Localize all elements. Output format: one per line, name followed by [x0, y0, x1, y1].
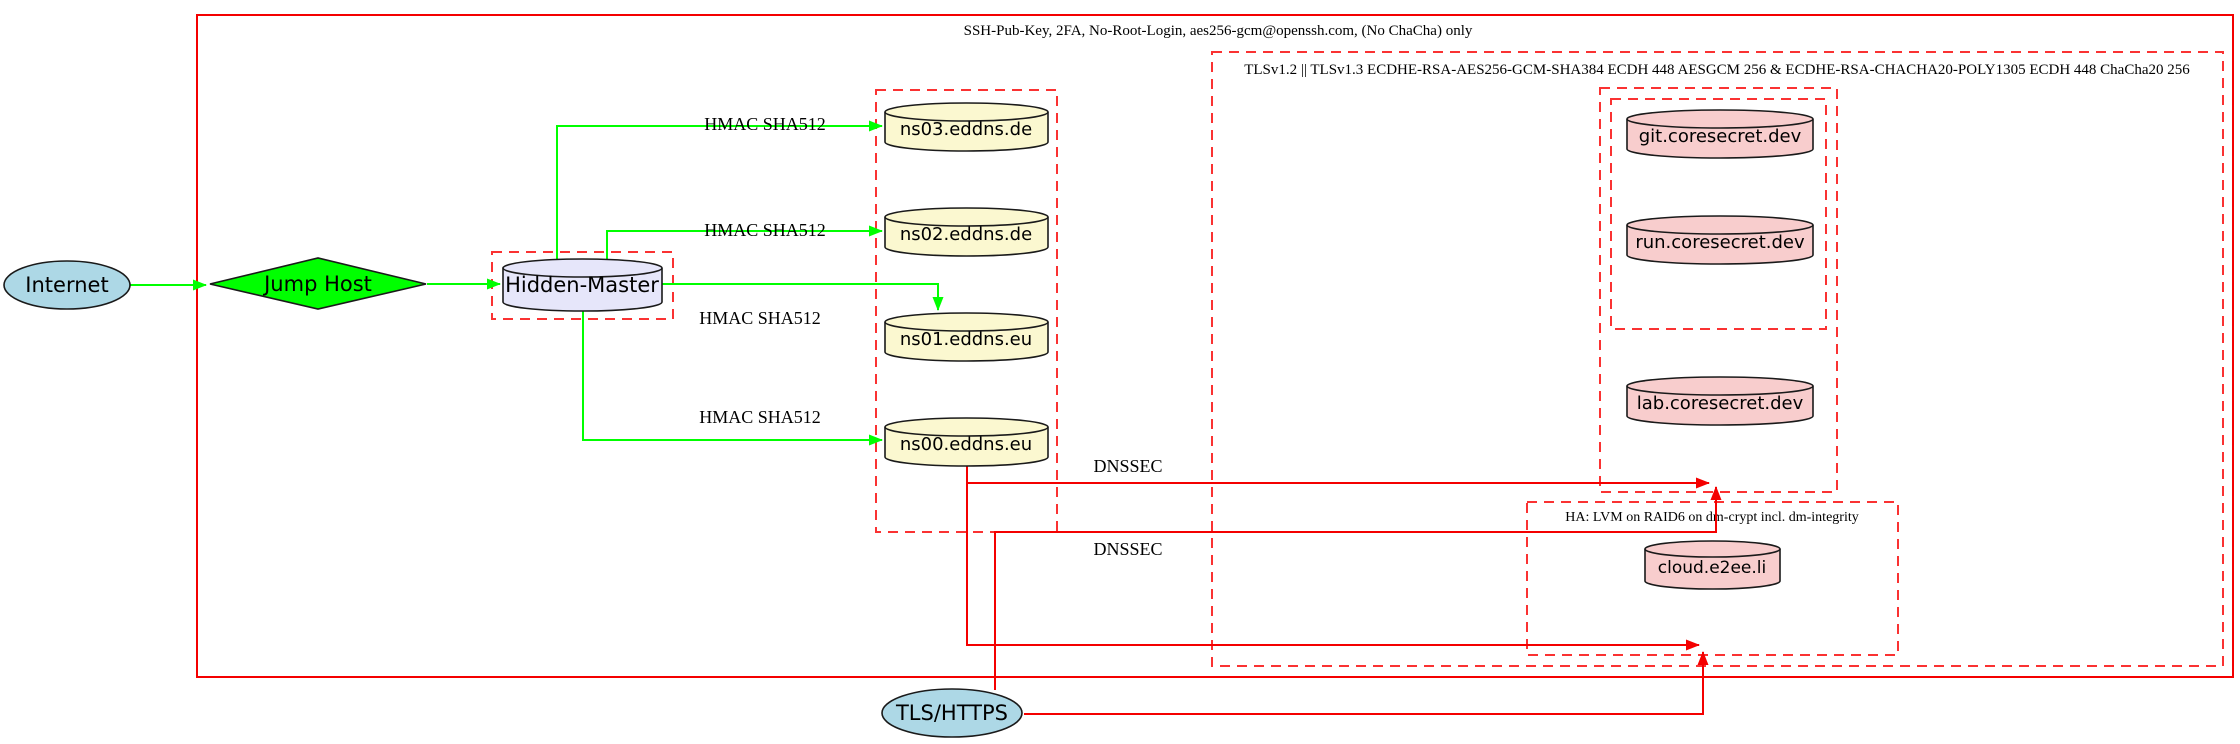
node-ns01-label: ns01.eddns.eu [900, 329, 1032, 350]
tls-cluster-box [1211, 51, 2224, 667]
node-ns03: ns03.eddns.de [884, 102, 1049, 152]
edge-dnssec-to-lab-cluster [966, 466, 1710, 489]
edge-dnssec-to-ha-cluster [966, 466, 1700, 651]
node-lab-label: lab.coresecret.dev [1637, 393, 1804, 414]
ha-cluster-label: HA: LVM on RAID6 on dm-crypt incl. dm-in… [1565, 510, 1858, 525]
node-run: run.coresecret.dev [1626, 215, 1814, 265]
coresecret-cluster-box [1599, 87, 1838, 493]
node-internet: Internet [3, 260, 131, 310]
edge-hiddenmaster-ns00 [582, 308, 883, 446]
node-git-label: git.coresecret.dev [1639, 126, 1802, 147]
node-ns00: ns00.eddns.eu [884, 417, 1049, 467]
node-hidden-master: Hidden-Master [502, 258, 663, 312]
node-ns00-label: ns00.eddns.eu [900, 434, 1032, 455]
node-ns03-label: ns03.eddns.de [900, 119, 1032, 140]
hmac-label-ns03: HMAC SHA512 [704, 114, 826, 134]
node-ns01: ns01.eddns.eu [884, 312, 1049, 362]
node-cloud: cloud.e2ee.li [1644, 540, 1781, 590]
node-ns02: ns02.eddns.de [884, 207, 1049, 257]
dnssec-label-2: DNSSEC [1093, 539, 1162, 559]
tls-cluster-label: TLSv1.2 || TLSv1.3 ECDHE-RSA-AES256-GCM-… [1244, 62, 2190, 78]
dnssec-label-1: DNSSEC [1093, 456, 1162, 476]
git-run-cluster-box [1610, 98, 1827, 330]
edge-hiddenmaster-ns01 [662, 283, 944, 311]
node-run-label: run.coresecret.dev [1635, 232, 1805, 253]
node-lab: lab.coresecret.dev [1626, 376, 1814, 426]
edge-tlshttps-to-ha-cluster [1024, 651, 1709, 715]
ssh-cluster-box [196, 14, 2234, 678]
node-hidden-master-label: Hidden-Master [505, 273, 659, 297]
edge-tlshttps-to-lab-cluster [994, 486, 1722, 690]
node-tls-https: TLS/HTTPS [881, 688, 1023, 738]
edge-hiddenmaster-ns02 [606, 225, 883, 259]
node-internet-label: Internet [25, 273, 108, 297]
hmac-label-ns02: HMAC SHA512 [704, 220, 826, 240]
node-cloud-label: cloud.e2ee.li [1658, 558, 1766, 578]
nameserver-cluster-box [875, 89, 1058, 533]
ha-cluster-box [1526, 501, 1899, 656]
node-git: git.coresecret.dev [1626, 109, 1814, 159]
hmac-label-ns01: HMAC SHA512 [699, 308, 821, 328]
node-ns02-label: ns02.eddns.de [900, 224, 1032, 245]
node-tls-https-label: TLS/HTTPS [895, 701, 1008, 725]
node-jump-host-label: Jump Host [262, 272, 372, 296]
hmac-label-ns00: HMAC SHA512 [699, 407, 821, 427]
edge-hiddenmaster-ns03 [556, 120, 883, 259]
node-jump-host: Jump Host [209, 257, 427, 310]
ssh-cluster-label: SSH-Pub-Key, 2FA, No-Root-Login, aes256-… [964, 23, 1473, 39]
